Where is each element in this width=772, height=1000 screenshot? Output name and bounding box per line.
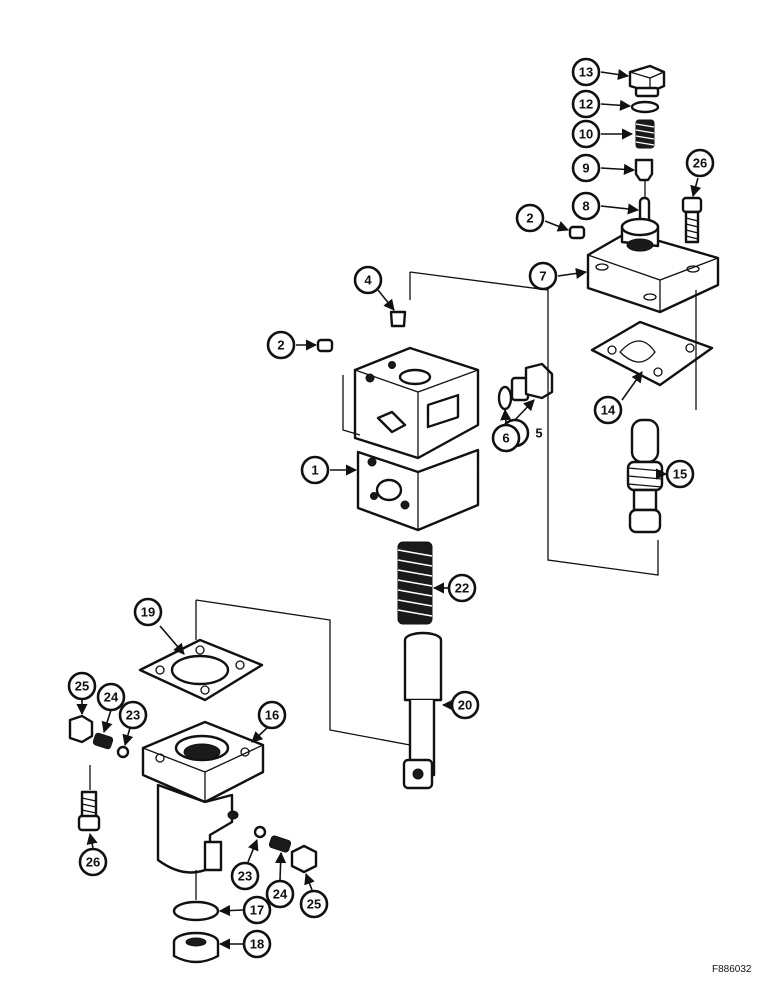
- svg-text:10: 10: [579, 127, 593, 142]
- svg-text:19: 19: [141, 605, 155, 620]
- part-23-ball-left: [116, 745, 130, 759]
- svg-text:5: 5: [535, 426, 542, 441]
- part-9-poppet: [634, 158, 654, 182]
- callout-23-left: 23: [118, 700, 148, 730]
- callout-26-upper: 26: [685, 148, 715, 178]
- svg-text:24: 24: [273, 887, 288, 902]
- drawing-reference: F886032: [712, 964, 752, 975]
- callout-13: 13: [571, 57, 601, 87]
- part-4-plug-top: [389, 310, 407, 328]
- part-19-gasket: [138, 638, 264, 702]
- part-10-spring: [635, 119, 655, 149]
- svg-text:20: 20: [458, 698, 472, 713]
- svg-text:4: 4: [364, 273, 372, 288]
- callout-2-upper: 2: [515, 203, 545, 233]
- callout-22: 22: [447, 573, 477, 603]
- part-25-plug-right: [290, 844, 318, 874]
- callout-25-right: 25: [299, 889, 329, 919]
- callout-8: 8: [571, 191, 601, 221]
- svg-text:13: 13: [579, 65, 593, 80]
- part-6-o-ring-side: [497, 385, 513, 411]
- assembly-guide-lines: [89, 180, 697, 900]
- svg-text:18: 18: [250, 937, 264, 952]
- svg-text:24: 24: [104, 690, 119, 705]
- callout-17: 17: [242, 895, 272, 925]
- leader-lines: [76, 68, 702, 950]
- callout-6: 6: [491, 423, 521, 453]
- svg-text:8: 8: [582, 199, 589, 214]
- part-22-spring: [397, 541, 433, 625]
- svg-text:23: 23: [238, 869, 252, 884]
- part-23-ball-right: [253, 825, 267, 839]
- part-13-cap-plug: [628, 64, 666, 98]
- callout-12: 12: [571, 89, 601, 119]
- svg-text:26: 26: [86, 855, 100, 870]
- part-15-valve-spool: [626, 418, 664, 534]
- svg-text:15: 15: [673, 467, 687, 482]
- svg-text:14: 14: [601, 403, 616, 418]
- part-20-piston: [402, 631, 443, 790]
- callout-18: 18: [242, 929, 272, 959]
- callout-10: 10: [571, 119, 601, 149]
- callout-16: 16: [257, 700, 287, 730]
- part-2-plug-side: [316, 338, 334, 353]
- callout-24-right: 24: [265, 879, 295, 909]
- callout-14: 14: [593, 395, 623, 425]
- svg-text:7: 7: [539, 269, 546, 284]
- part-2-plug-upper: [568, 225, 586, 240]
- part-1-valve-body: [353, 346, 480, 532]
- part-5-fitting: [510, 362, 554, 402]
- part-18-seal: [172, 931, 220, 964]
- callout-19: 19: [133, 597, 163, 627]
- svg-text:17: 17: [250, 903, 264, 918]
- svg-text:12: 12: [579, 97, 593, 112]
- svg-text:25: 25: [75, 679, 89, 694]
- callout-4: 4: [353, 265, 383, 295]
- callout-1: 1: [300, 455, 330, 485]
- svg-text:9: 9: [582, 161, 589, 176]
- callout-7: 7: [528, 261, 558, 291]
- part-17-o-ring: [172, 900, 220, 922]
- svg-text:2: 2: [526, 211, 533, 226]
- svg-text:26: 26: [693, 156, 707, 171]
- svg-text:1: 1: [311, 463, 318, 478]
- part-24-spring-right: [268, 835, 292, 853]
- callout-24-left: 24: [96, 682, 126, 712]
- part-14-gasket: [590, 320, 714, 387]
- svg-text:2: 2: [277, 338, 284, 353]
- part-16-housing: [141, 720, 265, 874]
- part-26-cap-screw-upper: [681, 196, 703, 244]
- callout-23-right: 23: [230, 861, 260, 891]
- callout-9: 9: [571, 153, 601, 183]
- callout-20: 20: [450, 690, 480, 720]
- svg-text:22: 22: [455, 581, 469, 596]
- part-7-cover: [586, 217, 720, 314]
- svg-text:23: 23: [126, 708, 140, 723]
- part-26-cap-screw-lower: [77, 790, 101, 832]
- svg-text:6: 6: [502, 431, 509, 446]
- callout-2-side: 2: [266, 330, 296, 360]
- part-25-plug-left: [68, 714, 94, 744]
- callout-25-left: 25: [67, 671, 97, 701]
- svg-text:25: 25: [307, 897, 321, 912]
- part-12-o-ring: [630, 100, 660, 114]
- callout-26-lower: 26: [78, 847, 108, 877]
- part-24-spring-left: [92, 732, 114, 750]
- svg-text:16: 16: [265, 708, 279, 723]
- callout-15: 15: [665, 459, 695, 489]
